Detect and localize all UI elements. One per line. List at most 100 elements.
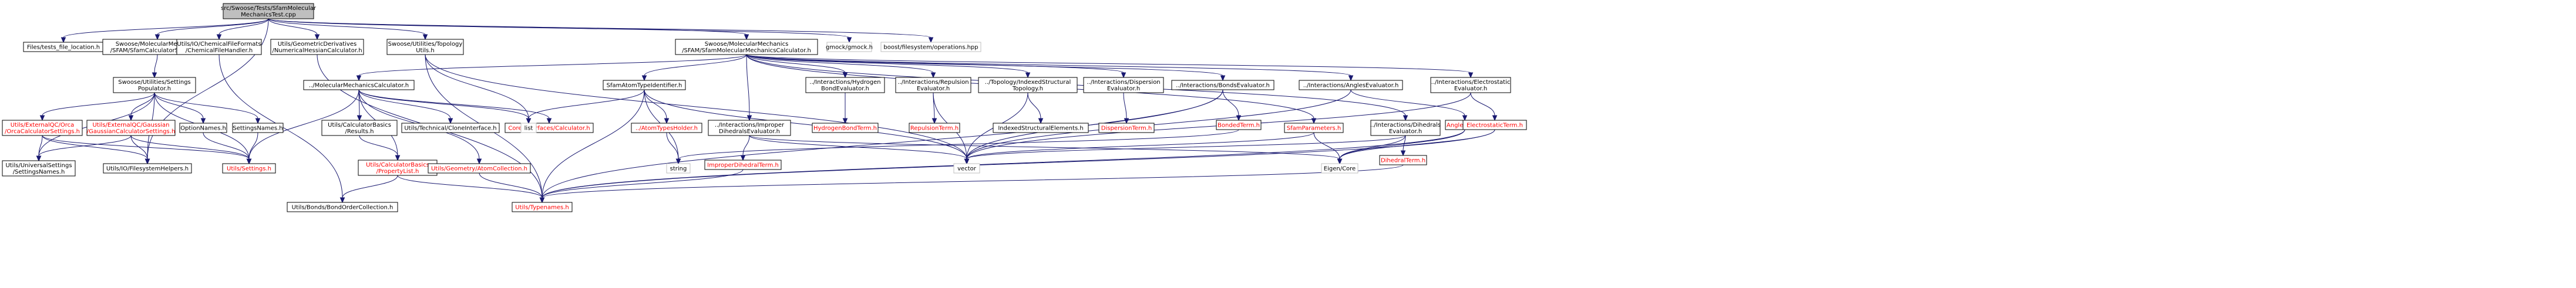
node-repulsionterm[interactable]: RepulsionTerm.h [909, 123, 960, 133]
node-label: /GaussianCalculatorSettings.h [87, 128, 176, 135]
node-hbondterm[interactable]: HydrogenBondTerm.h [812, 123, 879, 133]
node-label: /SettingsNames.h [13, 169, 65, 175]
edge-calcbasicsprop-to-bondorder [339, 175, 398, 204]
node-box [401, 123, 500, 133]
edge-impropereval-to-improperterm [740, 135, 750, 161]
node-label: ../Interactions/Repulsion [897, 79, 968, 86]
node-label: boost/filesystem/operations.hpp [883, 45, 978, 51]
node-box [978, 77, 1078, 93]
node-label: RepulsionTerm.h [910, 126, 959, 132]
node-indexedelements[interactable]: IndexedStructuralElements.h [993, 123, 1089, 133]
node-box [603, 80, 686, 90]
edge-mmcalc-to-cloneiface [358, 89, 453, 124]
node-box [1321, 163, 1358, 174]
node-box [86, 120, 176, 136]
node-fileloc[interactable]: Files/tests_file_location.h [23, 42, 104, 52]
node-label: SettingsNames.h [233, 126, 283, 132]
node-bondedterm[interactable]: BondedTerm.h [1216, 120, 1262, 130]
node-dispersionterm[interactable]: DispersionTerm.h [1098, 123, 1155, 133]
node-box [386, 39, 464, 55]
node-label: Evaluator.h [1454, 86, 1487, 92]
node-calcbasicsprop[interactable]: Utils/CalculatorBasics/PropertyList.h [358, 160, 438, 176]
node-label: ../Interactions/Electrostatic [1431, 79, 1511, 86]
node-settingsnames[interactable]: SettingsNames.h [232, 123, 284, 133]
node-atomtypeid[interactable]: SfamAtomTypeIdentifier.h [603, 80, 686, 90]
node-gaussiansettings[interactable]: Utils/ExternalQC/Gaussian/GaussianCalcul… [86, 120, 176, 136]
node-box [287, 202, 398, 212]
node-label: Utils/IO/ChemicalFileFormats [177, 41, 261, 48]
node-box [1462, 120, 1527, 130]
edge-sfammmcalc-to-anglseval [746, 54, 1354, 82]
node-box [2, 120, 83, 136]
node-typenames[interactable]: Utils/Typenames.h [512, 202, 573, 212]
node-label: Utils/CalculatorBasics [366, 162, 429, 168]
node-improperterm[interactable]: ImproperDihedralTerm.h [704, 160, 782, 170]
node-label: DihedralsEvaluator.h [719, 128, 780, 135]
node-coreiface[interactable]: Core/Interfaces/Calculator.h [505, 123, 594, 133]
node-box [826, 42, 872, 52]
edge-sfammmcalc-to-bondseval [746, 54, 1226, 82]
node-calcbasicsresults[interactable]: Utils/CalculatorBasics/Results.h [321, 120, 398, 136]
node-root[interactable]: src/Swoose/Tests/SfamMolecularMechanicsT… [221, 3, 317, 19]
node-box [953, 163, 980, 174]
edge-root-to-boostfs [268, 18, 934, 43]
node-impropereval[interactable]: ../Interactions/ImproperDihedralsEvaluat… [708, 120, 791, 136]
node-boostfs: boost/filesystem/operations.hpp [880, 42, 981, 52]
node-box [1098, 123, 1155, 133]
edge-electroeval-to-electroterm [1470, 92, 1498, 121]
node-atomcollection[interactable]: Utils/Geometry/AtomCollection.h [428, 163, 531, 174]
node-label: Core/Interfaces/Calculator.h [508, 126, 590, 132]
node-label: list [524, 126, 533, 132]
node-dihedralseval[interactable]: ../Interactions/DihedralsEvaluator.h [1370, 120, 1441, 136]
node-label: Populator.h [138, 86, 171, 92]
node-sfamparams[interactable]: SfamParameters.h [1284, 123, 1344, 133]
node-label: Eigen/Core [1324, 166, 1356, 172]
edge-mmcalc-to-coreiface [358, 89, 552, 124]
edge-orcasettings-to-fshelpers [42, 135, 150, 165]
node-label: ../MolecularMechanicsCalculator.h [309, 83, 409, 89]
node-bondorder[interactable]: Utils/Bonds/BondOrderCollection.h [287, 202, 398, 212]
node-label: Utils/Typenames.h [515, 205, 569, 211]
node-numhessian[interactable]: Utils/GeometricDerivatives/NumericalHess… [270, 39, 364, 55]
node-univsettings[interactable]: Utils/UniversalSettings/SettingsNames.h [2, 160, 76, 177]
node-box [103, 163, 192, 174]
node-chemfilehandler[interactable]: Utils/IO/ChemicalFileFormats/ChemicalFil… [176, 39, 262, 55]
edge-bondseval-to-bondedterm [1222, 89, 1242, 121]
edge-bondedterm-to-string [675, 129, 1239, 165]
node-box [176, 39, 262, 55]
node-label: ../Interactions/Improper [715, 122, 785, 128]
node-orcasettings[interactable]: Utils/ExternalQC/Orca/OrcaCalculatorSett… [2, 120, 83, 136]
node-label: ../Interactions/Hydrogen [809, 79, 880, 86]
node-label: BondEvaluator.h [821, 86, 869, 92]
node-box [704, 160, 782, 170]
node-cloneiface[interactable]: Utils/Technical/CloneInterface.h [401, 123, 500, 133]
node-mmcalc[interactable]: ../MolecularMechanicsCalculator.h [303, 80, 415, 90]
node-box [223, 3, 314, 19]
node-fshelpers[interactable]: Utils/IO/FilesystemHelpers.h [103, 163, 192, 174]
node-label: MechanicsTest.cpp [241, 12, 296, 18]
node-bondseval[interactable]: ../Interactions/BondsEvaluator.h [1171, 80, 1274, 90]
node-box [321, 120, 398, 136]
node-utilssettings[interactable]: Utils/Settings.h [222, 163, 276, 174]
node-optionnames[interactable]: OptionNames.h [179, 123, 227, 133]
node-dihedralterm[interactable]: DihedralTerm.h [1379, 155, 1427, 165]
edge-anglseval-to-angleterm [1350, 89, 1468, 121]
node-label: /SFAM/SfamCalculatorSettings.h [110, 48, 204, 54]
node-sfammmcalc[interactable]: Swoose/MolecularMechanics/SFAM/SfamMolec… [675, 39, 818, 55]
node-label: ../Interactions/AnglesEvaluator.h [1303, 83, 1399, 89]
node-box [666, 163, 691, 174]
edge-gaussiansettings-to-fshelpers [130, 135, 150, 165]
node-atomtypesholder[interactable]: ../AtomTypesHolder.h [631, 123, 702, 133]
node-electroterm[interactable]: ElectrostaticTerm.h [1462, 120, 1527, 130]
edge-settingspop-to-optionnames [154, 92, 206, 124]
node-anglseval[interactable]: ../Interactions/AnglesEvaluator.h [1299, 80, 1403, 90]
node-label: /ChemicalFileHandler.h [186, 48, 253, 54]
node-label: Evaluator.h [1107, 86, 1140, 92]
